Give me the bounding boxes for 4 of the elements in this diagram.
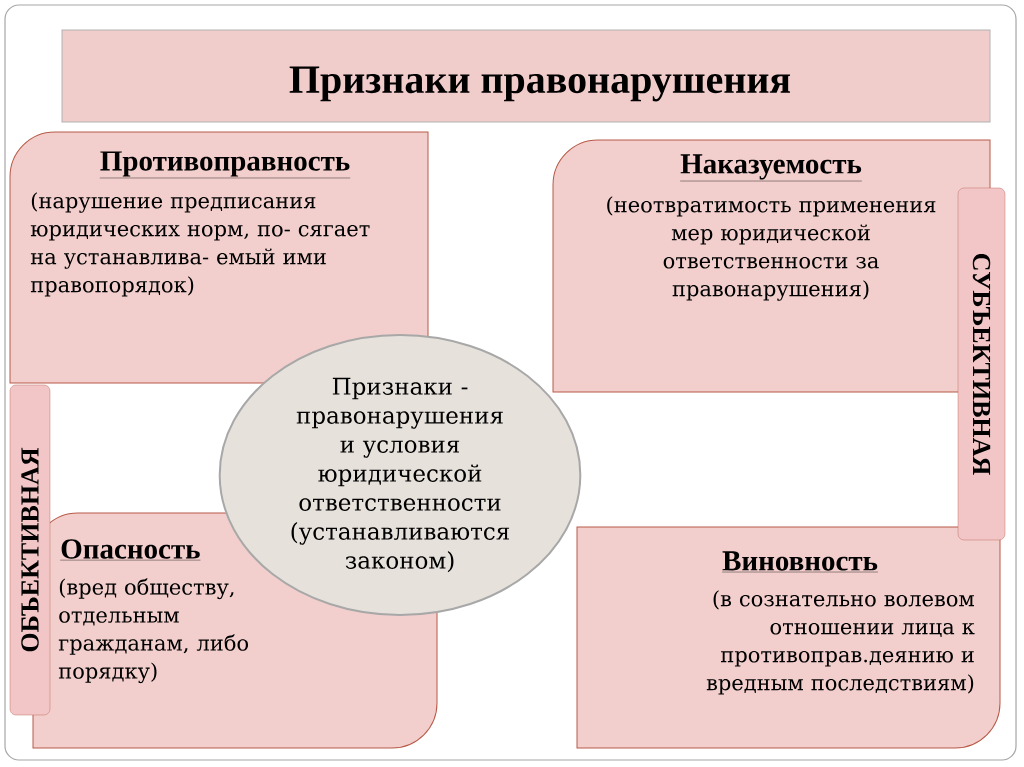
vertical-band: СУБЪЕКТИВНАЯ xyxy=(957,187,1006,541)
vertical-band: ОБЪЕКТИВНАЯ xyxy=(9,384,51,716)
title-banner: Признаки правонарушения xyxy=(61,29,991,123)
text-card: Виновность (в сознательно волевом отношении лица к противоправ.деянию и вредным последствиям) xyxy=(576,526,1001,749)
